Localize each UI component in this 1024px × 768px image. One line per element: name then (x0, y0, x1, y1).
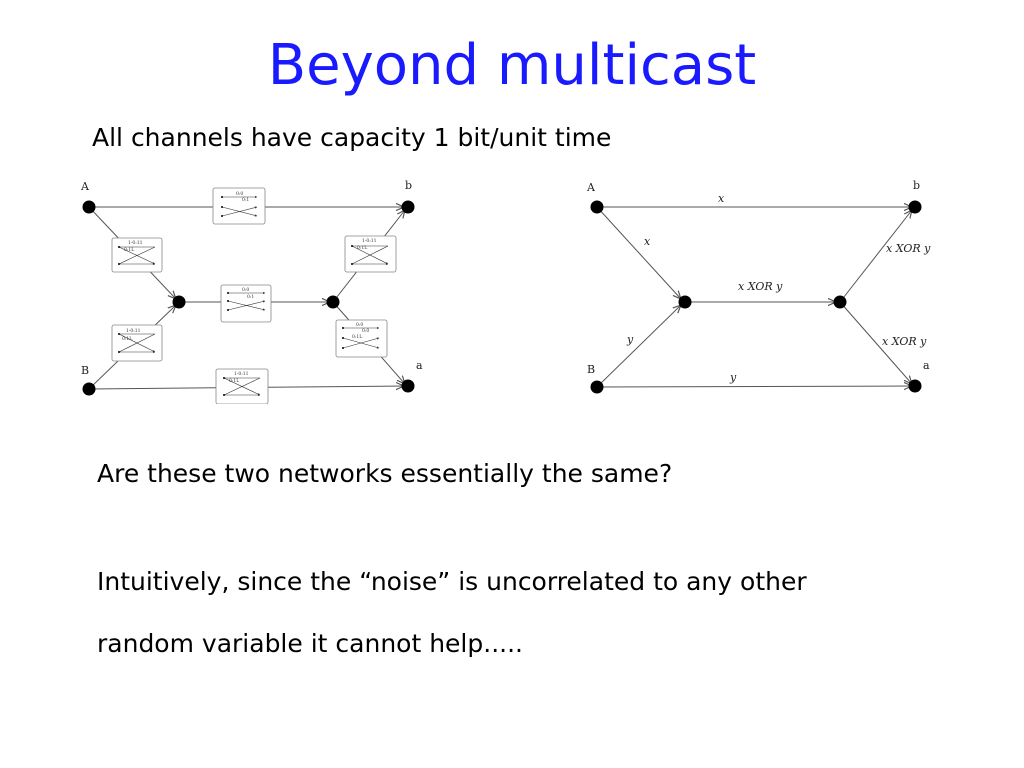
node-label-a: a (923, 359, 930, 372)
edge-label-right-b: x XOR y (886, 242, 931, 255)
edge-label-bottom: y (729, 371, 737, 384)
svg-text:1-0:11: 1-0:11 (128, 240, 143, 246)
node-a (908, 379, 922, 393)
edge-B-a (596, 386, 912, 387)
node-b (401, 200, 415, 214)
svg-text:0:0: 0:0 (362, 328, 369, 334)
svg-text:1-0:11: 1-0:11 (362, 238, 377, 244)
svg-text:0:1L: 0:1L (229, 378, 239, 384)
node-b (908, 200, 922, 214)
channel-box-lower-left: 1-0:11 0:1L (111, 324, 163, 362)
slide-subtitle: All channels have capacity 1 bit/unit ti… (92, 123, 612, 152)
svg-text:1-0:11: 1-0:11 (234, 371, 249, 377)
explanation-line-2: random variable it cannot help..... (97, 629, 523, 658)
question-text: Are these two networks essentially the s… (97, 459, 673, 488)
node-label-a: a (416, 359, 423, 372)
edge-A-left (596, 206, 681, 299)
edge-label-right-a: x XOR y (882, 335, 927, 348)
svg-text:0:1L: 0:1L (352, 334, 362, 340)
svg-text:0:1: 0:1 (242, 197, 249, 203)
slide-title: Beyond multicast (267, 33, 757, 98)
node-left (678, 295, 692, 309)
xor-network-diagram: A B b a x x y x XOR y x XOR y x XOR y y (586, 179, 931, 394)
edge-B-left (596, 305, 681, 388)
node-label-b: b (913, 179, 920, 192)
node-mid-right (326, 295, 340, 309)
svg-text:0:1L: 0:1L (357, 245, 367, 251)
edge-right-a (839, 301, 912, 384)
node-A (590, 200, 604, 214)
node-label-b: b (405, 179, 412, 192)
svg-text:0:0: 0:0 (236, 191, 243, 197)
svg-text:0:1L: 0:1L (122, 336, 132, 342)
edge-label-A-left: x (644, 235, 651, 248)
svg-text:0:1: 0:1 (247, 294, 254, 300)
noisy-network-diagram: A B b a 0:0 0:1 1-0:11 0:1L 0:0 0:1 1-0:… (80, 179, 423, 404)
channel-box-lower-right: 0:0 0:0 0:1L (335, 319, 388, 358)
svg-text:0:1L: 0:1L (124, 247, 134, 253)
node-B (590, 380, 604, 394)
node-B (82, 382, 96, 396)
svg-text:0:0: 0:0 (242, 287, 249, 293)
node-label-A: A (586, 181, 596, 194)
node-label-A: A (80, 180, 90, 193)
edge-right-b (839, 210, 912, 303)
channel-box-bottom: 1-0:11 0:1L (215, 368, 269, 404)
edge-label-middle: x XOR y (738, 280, 783, 293)
node-label-B: B (81, 364, 89, 377)
edge-label-top: x (718, 192, 725, 205)
svg-text:1-0:11: 1-0:11 (126, 328, 141, 334)
explanation-line-1: Intuitively, since the “noise” is uncorr… (97, 567, 807, 596)
node-A (82, 200, 96, 214)
node-mid-left (172, 295, 186, 309)
node-label-B: B (587, 363, 595, 376)
channel-box-top: 0:0 0:1 (212, 187, 266, 225)
node-right (833, 295, 847, 309)
svg-text:0:0: 0:0 (356, 322, 363, 328)
channel-box-upper-right: 1-0:11 0:1L (344, 235, 397, 273)
channel-box-upper-left: 1-0:11 0:1L (111, 237, 163, 273)
node-a (401, 379, 415, 393)
channel-box-middle: 0:0 0:1 (220, 284, 272, 323)
edge-label-B-left: y (626, 333, 634, 346)
